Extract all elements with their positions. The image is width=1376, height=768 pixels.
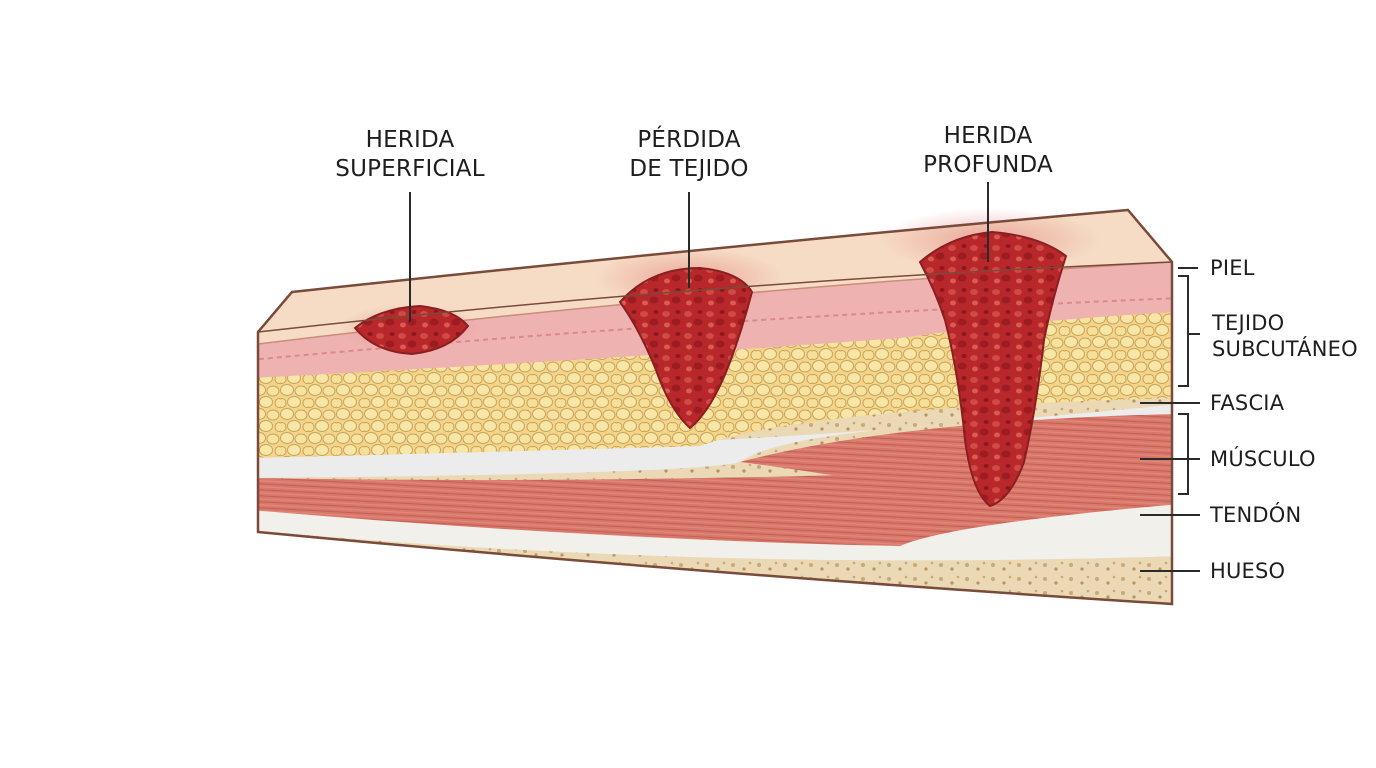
label-superficial-line1: HERIDA [365, 127, 455, 153]
label-superficial-line2: SUPERFICIAL [335, 156, 485, 182]
upper-muscle-layer [740, 414, 1172, 497]
label-deep-line2: PROFUNDA [923, 152, 1053, 178]
deep-wound [918, 230, 1068, 508]
label-bone: HUESO [1210, 559, 1286, 583]
label-subcutaneous-line1: TEJIDO [1212, 311, 1285, 335]
label-tissue-loss-line1: PÉRDIDA [637, 127, 741, 153]
label-tendon: TENDÓN [1210, 503, 1302, 527]
label-deep-line1: HERIDA [943, 123, 1033, 149]
label-tissue-loss-line2: DE TEJIDO [629, 156, 749, 182]
layer-pointer-lines [1140, 267, 1200, 572]
label-fascia: FASCIA [1210, 391, 1285, 415]
label-subcutaneous: TEJIDO SUBCUTÁNEO [1212, 310, 1358, 362]
label-skin: PIEL [1210, 256, 1255, 280]
tissue-loss-wound [618, 266, 754, 430]
wound-pointer-lines [409, 182, 989, 322]
block-outline [256, 208, 1174, 606]
label-deep-wound: HERIDA PROFUNDA [923, 122, 1053, 180]
label-muscle: MÚSCULO [1210, 447, 1316, 471]
label-subcutaneous-line2: SUBCUTÁNEO [1212, 337, 1358, 361]
fascia-band [258, 404, 1172, 478]
label-tissue-loss: PÉRDIDA DE TEJIDO [629, 126, 748, 184]
label-superficial-wound: HERIDA SUPERFICIAL [335, 126, 484, 184]
